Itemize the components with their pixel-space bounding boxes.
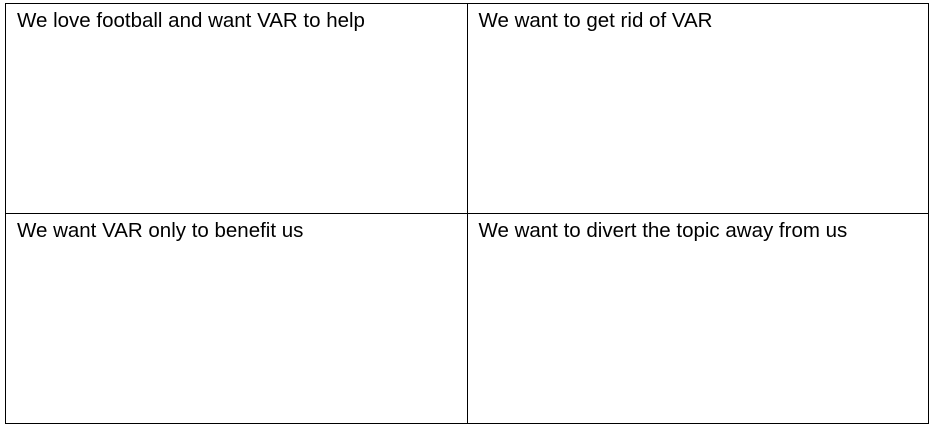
cell-text: We want to divert the topic away from us bbox=[478, 219, 848, 242]
table-row: We want VAR only to benefit us We want t… bbox=[5, 213, 929, 424]
table-cell-top-right: We want to get rid of VAR bbox=[466, 3, 929, 214]
quadrant-table: We love football and want VAR to help We… bbox=[5, 3, 929, 424]
table-cell-bottom-right: We want to divert the topic away from us bbox=[466, 213, 929, 424]
table-cell-bottom-left: We want VAR only to benefit us bbox=[5, 213, 468, 424]
cell-text: We love football and want VAR to help bbox=[17, 9, 365, 32]
table-row: We love football and want VAR to help We… bbox=[5, 3, 929, 214]
cell-text: We want VAR only to benefit us bbox=[17, 219, 304, 242]
cell-text: We want to get rid of VAR bbox=[478, 9, 713, 32]
table-cell-top-left: We love football and want VAR to help bbox=[5, 3, 468, 214]
quadrant-table-body: We love football and want VAR to help We… bbox=[5, 3, 929, 424]
